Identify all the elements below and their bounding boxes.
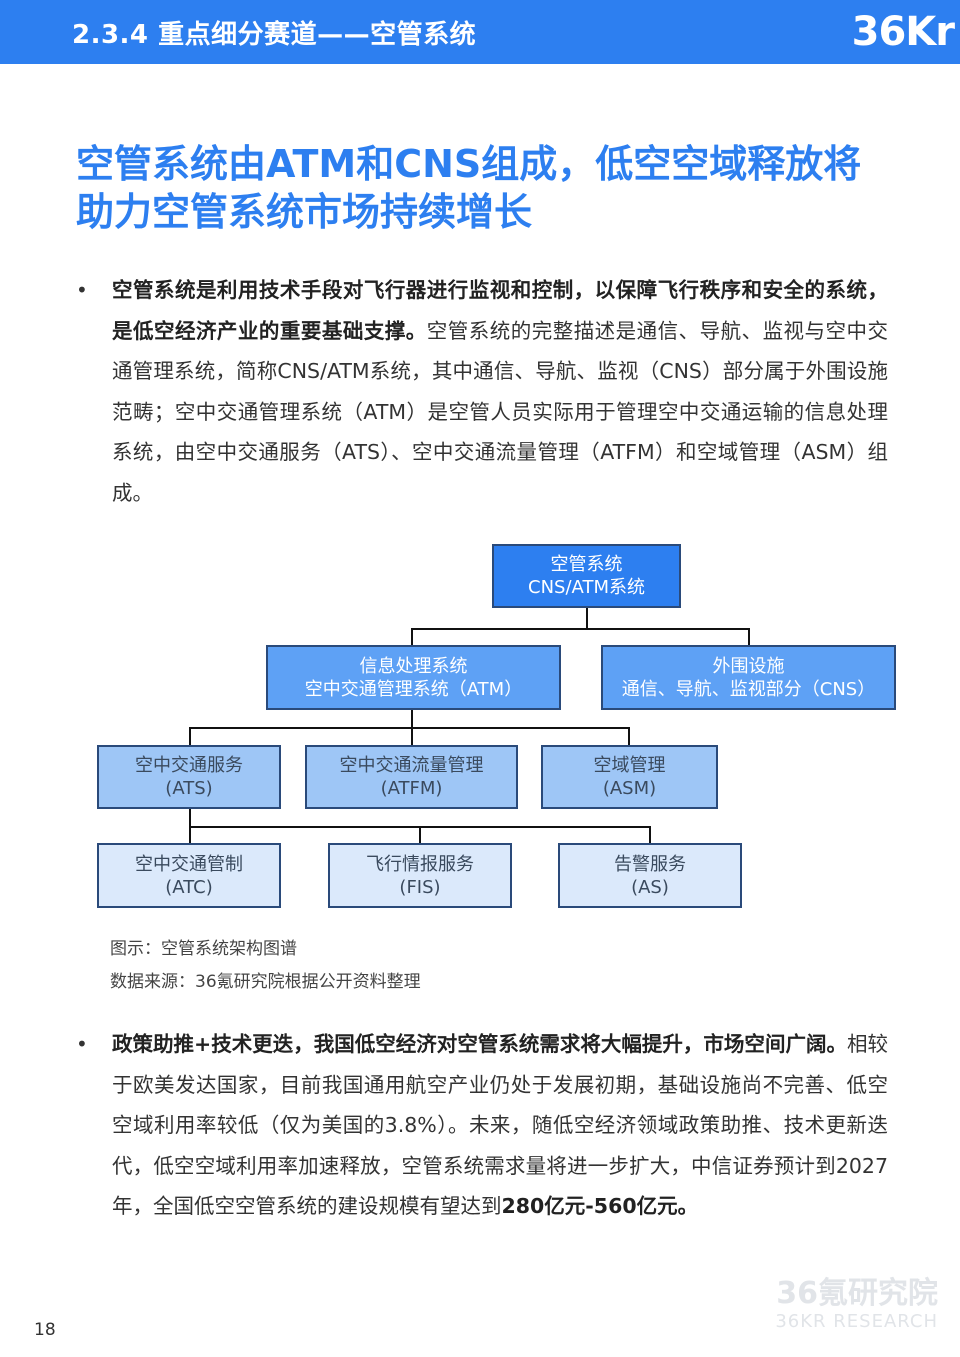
node-label: 外围设施 xyxy=(712,655,785,677)
node-label: (ATS) xyxy=(165,778,213,799)
node-label: (ATC) xyxy=(165,876,213,898)
bullet-paragraph-1: • 空管系统是利用技术手段对飞行器进行监视和控制，以保障飞行秩序和安全的系统，是… xyxy=(76,270,888,513)
node-atm: 信息处理系统 空中交通管理系统（ATM） xyxy=(266,645,561,710)
bullet-1-body: 空管系统的完整描述是通信、导航、监视与空中交通管理系统，简称CNS/ATM系统，… xyxy=(112,318,889,505)
bullet-2-bold-start: 政策助推+技术更迭，我国低空经济对空管系统需求将大幅提升，市场空间广阔。 xyxy=(112,1032,847,1056)
bullet-2-bold-end: 280亿元-560亿元。 xyxy=(501,1194,699,1218)
node-as: 告警服务 (AS) xyxy=(558,843,742,908)
section-title: 2.3.4 重点细分赛道——空管系统 xyxy=(72,20,477,50)
page-number: 18 xyxy=(34,1320,56,1340)
node-atfm: 空中交通流量管理 (ATFM) xyxy=(305,745,518,809)
node-label: 空中交通流量管理 xyxy=(339,755,484,776)
bullet-dot: • xyxy=(76,1032,88,1056)
node-label: 空中交通管理系统（ATM） xyxy=(304,678,523,700)
page-heading-line-1: 空管系统由ATM和CNS组成，低空空域释放将 xyxy=(76,142,862,186)
connector-line xyxy=(586,607,588,629)
connector-line xyxy=(419,826,421,844)
node-label: 空中交通服务 xyxy=(135,755,243,776)
node-label: 通信、导航、监视部分（CNS） xyxy=(621,678,876,700)
connector-line xyxy=(189,826,651,828)
node-fis: 飞行情报服务 (FIS) xyxy=(328,843,512,908)
figure-caption: 图示：空管系统架构图谱 xyxy=(110,939,297,959)
node-cns: 外围设施 通信、导航、监视部分（CNS） xyxy=(601,645,896,710)
node-label: 告警服务 xyxy=(614,853,686,875)
node-label: (FIS) xyxy=(399,876,441,898)
page-heading-line-2: 助力空管系统市场持续增长 xyxy=(76,190,533,234)
node-label: (AS) xyxy=(631,876,669,898)
bullet-2-body: 相较于欧美发达国家，目前我国通用航空产业仍处于发展初期，基础设施尚不完善、低空空… xyxy=(112,1032,888,1218)
watermark-en: 36KR RESEARCH xyxy=(775,1311,938,1332)
connector-line xyxy=(189,727,630,729)
node-cns-atm-system: 空管系统 CNS/ATM系统 xyxy=(492,544,681,608)
node-label: (ASM) xyxy=(602,778,657,799)
node-label: 空域管理 xyxy=(593,755,666,776)
header-bar: 2.3.4 重点细分赛道——空管系统 36Kr xyxy=(0,0,960,64)
connector-line xyxy=(628,727,630,746)
node-asm: 空域管理 (ASM) xyxy=(541,745,718,809)
node-label: (ATFM) xyxy=(380,778,443,799)
connector-line xyxy=(411,628,413,646)
connector-line xyxy=(411,709,413,728)
node-label: 空管系统 xyxy=(550,554,623,575)
connector-line xyxy=(411,628,750,630)
connector-line xyxy=(189,727,191,746)
connector-line xyxy=(649,826,651,844)
bullet-1-bold: 空管系统是利用技术手段对飞行器进行监视和控制，以保障飞行秩序和安全的系统，是低空… xyxy=(112,278,888,343)
bullet-dot: • xyxy=(76,278,88,302)
node-label: 空中交通管制 xyxy=(135,853,243,875)
node-label: 飞行情报服务 xyxy=(366,853,474,875)
source-caption: 数据来源：36氪研究院根据公开资料整理 xyxy=(110,972,421,992)
node-label: 信息处理系统 xyxy=(359,655,468,677)
connector-line xyxy=(189,808,191,844)
connector-line xyxy=(748,628,750,646)
node-label: CNS/ATM系统 xyxy=(528,577,645,598)
brand-logo: 36Kr xyxy=(851,9,955,55)
watermark-cn: 36氪研究院 xyxy=(776,1276,938,1311)
bullet-text-2: 政策助推+技术更迭，我国低空经济对空管系统需求将大幅提升，市场空间广阔。相较于欧… xyxy=(112,1024,888,1227)
page-heading: 空管系统由ATM和CNS组成，低空空域释放将 助力空管系统市场持续增长 xyxy=(76,140,906,236)
bullet-paragraph-2: • 政策助推+技术更迭，我国低空经济对空管系统需求将大幅提升，市场空间广阔。相较… xyxy=(76,1024,888,1227)
watermark: 36氪研究院 36KR RESEARCH xyxy=(775,1276,938,1332)
bullet-text-1: 空管系统是利用技术手段对飞行器进行监视和控制，以保障飞行秩序和安全的系统，是低空… xyxy=(112,270,888,513)
node-ats: 空中交通服务 (ATS) xyxy=(97,745,281,809)
node-atc: 空中交通管制 (ATC) xyxy=(97,843,281,908)
connector-line xyxy=(411,727,413,746)
